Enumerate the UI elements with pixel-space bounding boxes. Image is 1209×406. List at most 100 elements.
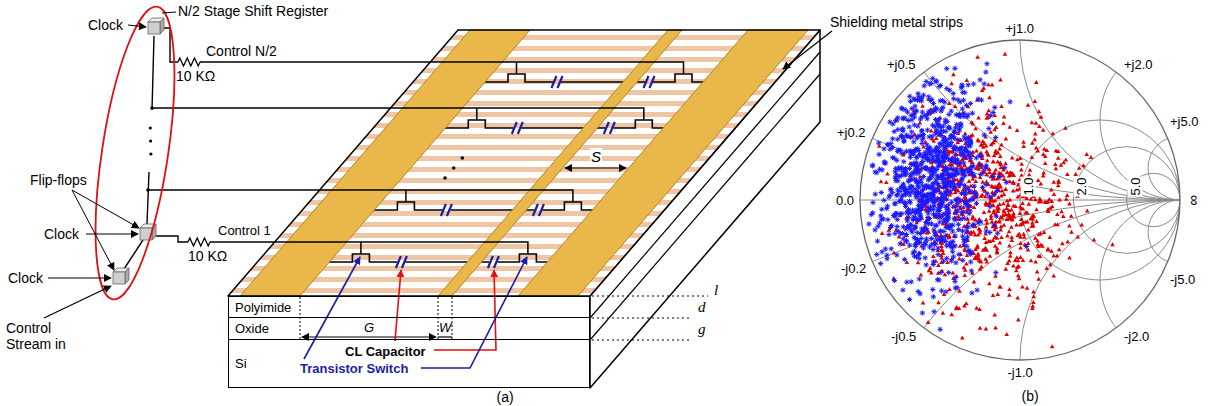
signal-name: Control 1 xyxy=(218,223,271,238)
axis-label: -j2.0 xyxy=(1124,329,1149,344)
capacitor-plate xyxy=(558,76,563,88)
ellipsis-dot xyxy=(461,156,465,160)
leader-line xyxy=(421,257,527,368)
capacitor-plate xyxy=(604,122,609,134)
ellipsis-dot xyxy=(149,152,152,155)
axis-label: 1.0 xyxy=(1021,176,1036,196)
clock-arrow xyxy=(48,277,111,278)
capacitor-plate xyxy=(512,122,517,134)
shielding-strip xyxy=(228,35,828,40)
layer-name: Oxide xyxy=(229,321,269,336)
dimension-label: g xyxy=(698,321,706,338)
dimension-arrow xyxy=(565,167,626,168)
control-wire xyxy=(148,190,573,202)
signal-name: Control Stream in xyxy=(6,320,72,352)
dimension-tick xyxy=(592,318,692,319)
reactance-arc xyxy=(1100,40,1209,200)
shielding-strip xyxy=(228,145,828,150)
reactance-arc xyxy=(1020,0,1209,200)
axis-label: 0.0 xyxy=(836,193,854,208)
shielding-strip xyxy=(228,178,828,183)
dimension-line xyxy=(438,336,452,337)
control-wire xyxy=(210,242,528,254)
capacitor-plate xyxy=(610,122,615,134)
capacitor-plate xyxy=(533,204,538,216)
axis-label: +j5.0 xyxy=(1170,114,1199,129)
junction-dot xyxy=(150,106,154,110)
leader-line xyxy=(395,270,401,341)
panel-label: (a) xyxy=(497,389,514,405)
axis-label: +j0.2 xyxy=(837,125,866,140)
leader-line xyxy=(162,12,176,13)
reactance-arc xyxy=(380,200,1209,406)
panel-label: (b) xyxy=(1022,388,1039,404)
top-face-outline xyxy=(228,30,820,296)
dimension-label: W xyxy=(439,320,451,335)
highlight-ellipse xyxy=(80,2,190,305)
control-wire xyxy=(200,62,684,74)
resistor-value: 10 KΩ xyxy=(188,248,227,264)
flip-flop xyxy=(113,272,125,284)
capacitor-plate xyxy=(518,122,523,134)
reactance-arc xyxy=(1148,136,1209,200)
dimension-tick xyxy=(592,296,708,297)
resistor-symbol xyxy=(188,238,210,246)
shielding-strip xyxy=(228,156,828,161)
capacitor-plate xyxy=(402,256,407,268)
layer-band: Polyimide xyxy=(228,296,590,318)
front-face xyxy=(228,296,590,388)
reactance-arc xyxy=(1148,200,1209,264)
register-chain xyxy=(122,36,154,272)
reactance-arc xyxy=(380,0,1209,200)
flip-flop xyxy=(148,22,160,34)
ellipsis-dot xyxy=(443,176,447,180)
clock-arrow xyxy=(128,25,146,27)
circuit-line xyxy=(433,120,673,128)
dimension-label: G xyxy=(364,320,374,335)
reactance-arc xyxy=(1020,200,1209,406)
smith-grid xyxy=(380,0,1209,406)
resistor-value: 10 KΩ xyxy=(176,68,215,84)
axis-label: -j5.0 xyxy=(1170,272,1195,287)
dimension-label: S xyxy=(590,148,602,165)
shielding-strip xyxy=(228,134,828,139)
callout-label: Shielding metal strips xyxy=(830,14,963,30)
axis-label: +j0.5 xyxy=(887,57,916,72)
dimension-tick xyxy=(300,297,301,341)
control-wire xyxy=(156,236,188,242)
axis-label: ∞ xyxy=(1183,194,1200,207)
shielding-strip xyxy=(228,277,828,282)
axis-label: +j2.0 xyxy=(1124,57,1153,72)
capacitor-plate xyxy=(552,76,557,88)
ellipsis-dot xyxy=(149,139,152,142)
shielding-strip xyxy=(228,167,828,172)
callout-label: Transistor Switch xyxy=(300,361,408,376)
circuit-line xyxy=(473,74,713,82)
flip-flop-side xyxy=(160,18,164,34)
input-arrow xyxy=(44,286,111,318)
capacitor-plate xyxy=(644,76,649,88)
layer-band: Oxide xyxy=(228,318,590,340)
resistor-symbol xyxy=(178,58,200,66)
dimension-tick xyxy=(452,297,453,341)
capacitor-plate xyxy=(396,256,401,268)
reactance-arc xyxy=(1100,200,1209,360)
dimension-tick xyxy=(592,340,692,341)
axis-label: 2.0 xyxy=(1074,176,1089,196)
dimension-arrow xyxy=(302,336,436,337)
signal-name: Clock xyxy=(88,17,123,33)
layer-name: Si xyxy=(229,356,247,371)
dimension-label: l xyxy=(714,282,718,299)
axis-label: 5.0 xyxy=(1128,176,1143,196)
axis-label: -j1.0 xyxy=(1008,365,1033,380)
circuit-line xyxy=(362,202,602,210)
dimension-label: d xyxy=(698,299,706,316)
capacitor-plate xyxy=(539,204,544,216)
signal-name: Clock xyxy=(44,226,79,242)
circuit-line xyxy=(317,254,557,262)
signal-name: Clock xyxy=(8,270,43,286)
capacitor-plate xyxy=(441,204,446,216)
ellipsis-dot xyxy=(452,166,456,170)
